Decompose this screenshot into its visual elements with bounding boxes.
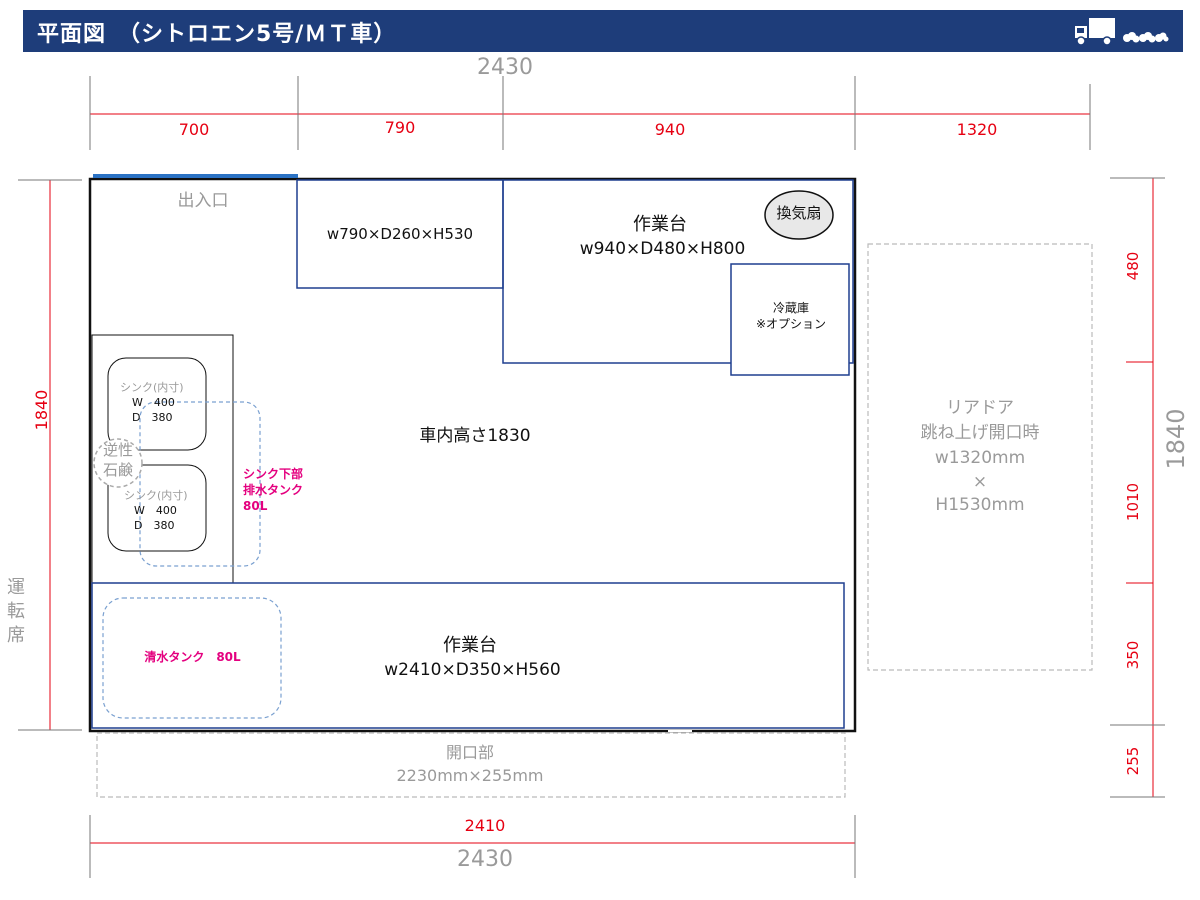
workbench-bottom-box: [91, 582, 845, 729]
sink-2: [107, 464, 207, 552]
sink2-label-title: シンク(内寸): [124, 489, 188, 502]
right-dim-segment-2: 1010: [1124, 482, 1142, 522]
header-bar: 平面図 （シトロエン5号/ＭＴ車）: [23, 10, 1183, 52]
fridge-label-line2: ※オプション: [755, 317, 827, 331]
sink2-label-width: W 400: [134, 504, 177, 517]
rear-door-outline: [867, 243, 1093, 671]
truck-icon: [1075, 18, 1169, 46]
cargo-outline: [88, 177, 857, 733]
shelf-size-label: w790×D260×H530: [326, 225, 474, 243]
entrance-label: 出入口: [177, 191, 229, 211]
drain-tank-label-line3: 80L: [243, 499, 268, 513]
bottom-inner-dimension: 2410: [464, 816, 506, 835]
drain-tank-label-line2: 排水タンク: [243, 483, 304, 497]
opening-outline: [96, 732, 846, 798]
fan-icon: [764, 190, 834, 240]
drain-tank-outline: [139, 401, 261, 567]
rear-door-line4: ×: [972, 472, 988, 492]
workbench-top-title: 作業台: [633, 214, 687, 235]
workbench-bottom-size: w2410×D350×H560: [384, 660, 561, 680]
sink2-label-depth: D 380: [134, 519, 175, 532]
sink1-label-title: シンク(内寸): [120, 381, 184, 394]
right-dim-segment-4: 255: [1124, 746, 1142, 776]
bottom-dimension: [89, 815, 856, 878]
right-total-dimension: 1840: [1162, 408, 1190, 470]
bottom-total-dimension: 2430: [457, 847, 513, 872]
top-dim-segment-1: 700: [178, 120, 210, 139]
soap-dispenser: [93, 438, 143, 488]
workbench-top-size: w940×D480×H800: [579, 239, 746, 259]
sink1-label-depth: D 380: [132, 411, 173, 424]
opening-size: 2230mm×255mm: [396, 766, 544, 785]
top-dimension-ticks: [89, 76, 1091, 150]
sink-1: [107, 357, 207, 451]
top-dim-segment-2: 790: [384, 118, 416, 137]
soap-label-line2: 石鹸: [102, 461, 133, 479]
fan-label: 換気扇: [776, 204, 822, 222]
interior-height-label: 車内高さ1830: [419, 426, 531, 446]
opening-title: 開口部: [445, 743, 494, 762]
top-dim-segment-4: 1320: [956, 120, 998, 139]
fridge-label-line1: 冷蔵庫: [772, 301, 809, 315]
rear-door-line3: w1320mm: [934, 448, 1026, 468]
soap-label-line1: 逆性: [102, 441, 133, 459]
rear-door-line5: H1530mm: [935, 495, 1025, 515]
fridge-box: [730, 263, 850, 376]
left-height-dimension: 1840: [32, 389, 51, 431]
rear-door-line1: リアドア: [946, 398, 1014, 418]
top-dim-segment-3: 940: [654, 120, 686, 139]
rear-door-line2: 跳ね上げ開口時: [920, 423, 1040, 443]
workbench-top-box: [502, 179, 854, 364]
left-dimension: [18, 179, 82, 731]
top-total-dimension: 2430: [477, 55, 533, 80]
page-title: 平面図 （シトロエン5号/ＭＴ車）: [37, 22, 397, 47]
driver-seat-char-3: 席: [7, 625, 25, 646]
right-dim-segment-1: 480: [1124, 251, 1142, 281]
right-dim-segment-3: 350: [1124, 640, 1142, 670]
drain-tank-label-line1: シンク下部: [243, 467, 304, 481]
driver-seat-char-2: 転: [7, 601, 25, 622]
sink1-label-width: W 400: [132, 396, 175, 409]
workbench-bottom-title: 作業台: [443, 635, 497, 656]
fresh-tank-label: 清水タンク 80L: [144, 650, 241, 664]
right-dimension: [1110, 177, 1165, 798]
driver-seat-char-1: 運: [7, 577, 25, 598]
